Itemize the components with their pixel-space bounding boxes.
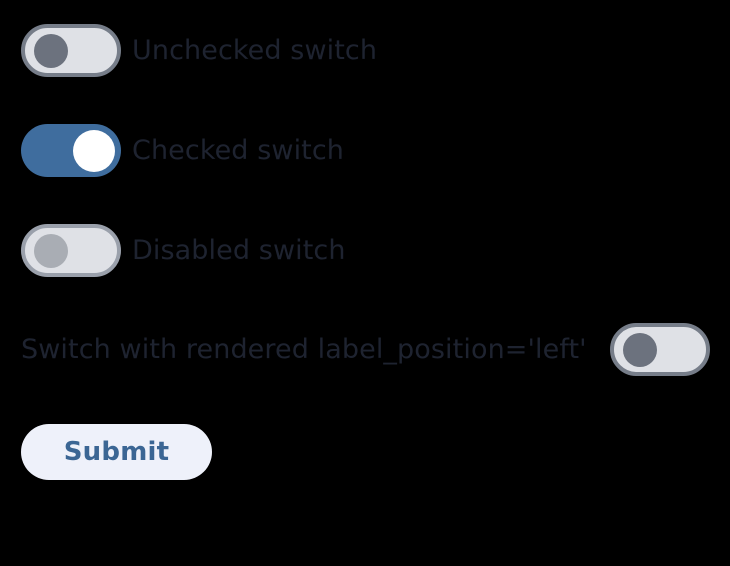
disabled-switch-label: Disabled switch [132, 235, 346, 266]
checked-switch-label: Checked switch [132, 135, 345, 166]
form-row-disabled-switch: Disabled switch [21, 224, 346, 277]
switch-knob-icon [623, 332, 657, 367]
submit-button[interactable]: Submit [21, 424, 212, 480]
switch-knob-icon [73, 129, 115, 172]
form-row-unchecked-switch: Unchecked switch [21, 24, 377, 77]
checked-switch-toggle[interactable] [21, 124, 121, 177]
disabled-switch-toggle [21, 224, 121, 277]
switch-knob-icon [34, 33, 68, 68]
left-label-switch-label: Switch with rendered label_position='lef… [21, 334, 587, 365]
left-label-switch-toggle[interactable] [610, 323, 710, 376]
form-row-left-label-switch: Switch with rendered label_position='lef… [21, 323, 710, 376]
switch-knob-icon [34, 233, 68, 268]
unchecked-switch-toggle[interactable] [21, 24, 121, 77]
unchecked-switch-label: Unchecked switch [132, 35, 378, 66]
form-row-checked-switch: Checked switch [21, 124, 344, 177]
